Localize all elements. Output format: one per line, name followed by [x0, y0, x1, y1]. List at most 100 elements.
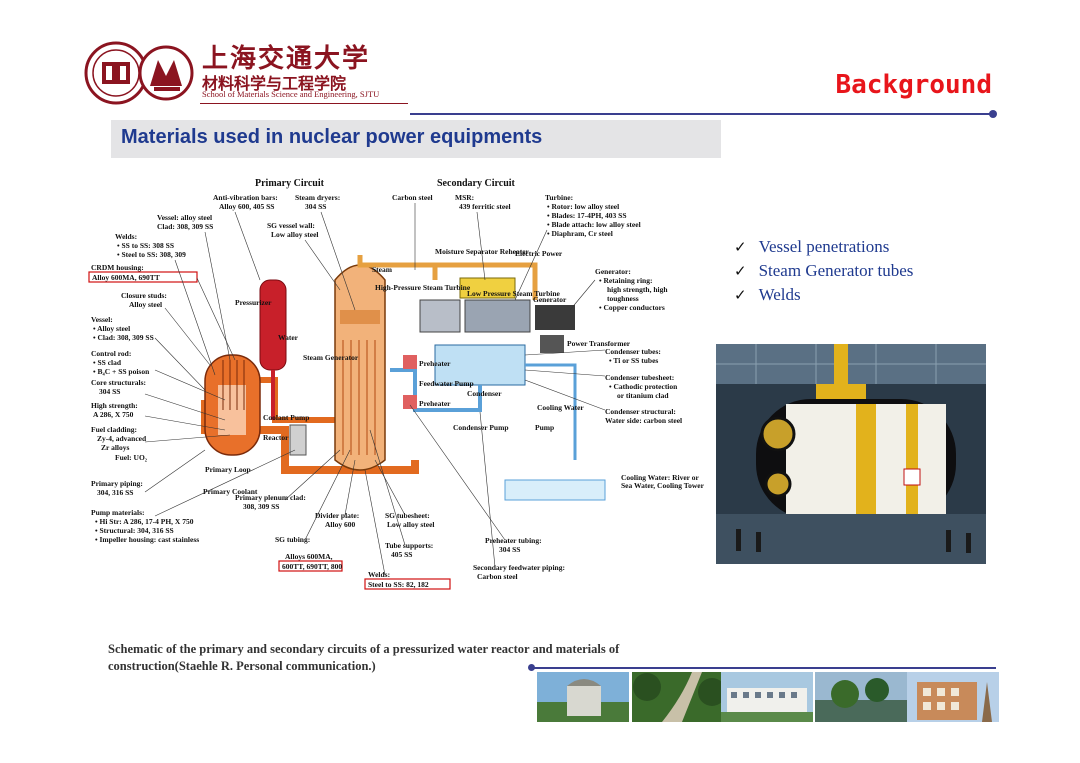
lp-turbine: [464, 299, 531, 333]
svg-text:Generator:: Generator:: [595, 267, 631, 276]
svg-text:• Hi Str: A 286, 17-4 PH, X 75: • Hi Str: A 286, 17-4 PH, X 750: [95, 517, 194, 526]
svg-text:439 ferritic steel: 439 ferritic steel: [459, 202, 511, 211]
svg-text:Preheater: Preheater: [419, 359, 451, 368]
svg-text:• Copper conductors: • Copper conductors: [599, 303, 665, 312]
svg-text:Primary Loop: Primary Loop: [205, 465, 251, 474]
preheater-2: [403, 395, 417, 409]
svg-text:Pump materials:: Pump materials:: [91, 508, 145, 517]
svg-text:Primary plenum clad:: Primary plenum clad:: [235, 493, 306, 502]
svg-text:Fuel: UO₂: Fuel: UO₂: [115, 453, 148, 462]
svg-text:• Steel to SS: 308, 309: • Steel to SS: 308, 309: [117, 250, 186, 259]
svg-text:• Rotor: low alloy steel: • Rotor: low alloy steel: [547, 202, 619, 211]
header-rule-dot: [989, 110, 997, 118]
cooling-water-basin: [504, 479, 606, 501]
svg-text:High strength:: High strength:: [91, 401, 138, 410]
pressurizer: [259, 279, 287, 371]
svg-text:304 SS: 304 SS: [99, 387, 120, 396]
svg-text:304, 316 SS: 304, 316 SS: [97, 488, 133, 497]
checklist-item: ✓Welds: [734, 285, 801, 304]
svg-text:• Blades: 17-4PH, 403 SS: • Blades: 17-4PH, 403 SS: [547, 211, 627, 220]
svg-text:Steel to SS: 82, 182: Steel to SS: 82, 182: [368, 580, 429, 589]
check-icon: ✓: [734, 262, 747, 280]
svg-text:• B₄C + SS poison: • B₄C + SS poison: [93, 367, 150, 376]
svg-text:toughness: toughness: [607, 294, 639, 303]
svg-text:• Ti or SS tubes: • Ti or SS tubes: [609, 356, 658, 365]
svg-text:• Cathodic protection: • Cathodic protection: [609, 382, 678, 391]
svg-text:Alloy 600MA, 690TT: Alloy 600MA, 690TT: [92, 273, 160, 282]
primary-circuit-title: Primary Circuit: [255, 178, 325, 189]
svg-text:• Retaining ring:: • Retaining ring:: [599, 276, 652, 285]
lbl-anti-vibration: Anti-vibration bars:: [213, 193, 278, 202]
svg-text:SG tubesheet:: SG tubesheet:: [385, 511, 430, 520]
welds-highlight: [364, 578, 451, 590]
svg-text:Primary piping:: Primary piping:: [91, 479, 143, 488]
svg-text:Condenser structural:: Condenser structural:: [605, 407, 676, 416]
svg-text:Core structurals:: Core structurals:: [91, 378, 146, 387]
svg-text:A 286, X 750: A 286, X 750: [93, 410, 134, 419]
svg-text:Condenser: Condenser: [467, 389, 502, 398]
svg-text:Low alloy steel: Low alloy steel: [387, 520, 435, 529]
svg-text:Moisture Separator Reheater: Moisture Separator Reheater: [435, 247, 530, 256]
svg-text:Fuel cladding:: Fuel cladding:: [91, 425, 137, 434]
campus-photo-2: [632, 672, 724, 722]
svg-text:Steam Generator: Steam Generator: [303, 353, 359, 362]
svg-text:Water: Water: [278, 333, 299, 342]
power-transformer: [540, 335, 564, 353]
school-name-cn: 材料科学与工程学院: [202, 74, 347, 93]
svg-text:CRDM housing:: CRDM housing:: [91, 263, 144, 272]
school-underline: [200, 103, 408, 104]
svg-text:Reactor: Reactor: [263, 433, 289, 442]
svg-text:Secondary feedwater piping:: Secondary feedwater piping:: [473, 563, 565, 572]
feedwater-line: [390, 368, 482, 412]
svg-text:Vessel:: Vessel:: [91, 315, 113, 324]
svg-text:304 SS: 304 SS: [499, 545, 520, 554]
svg-text:308, 309 SS: 308, 309 SS: [243, 502, 279, 511]
university-name-cn: 上海交通大学: [202, 44, 371, 74]
svg-text:Preheater: Preheater: [419, 399, 451, 408]
svg-text:SG tubing:: SG tubing:: [275, 535, 310, 544]
svg-text:• Structural: 304, 316 SS: • Structural: 304, 316 SS: [95, 526, 174, 535]
svg-text:Sea Water, Cooling Tower: Sea Water, Cooling Tower: [621, 481, 705, 490]
svg-text:Welds:: Welds:: [368, 570, 390, 579]
slide-heading: Background: [835, 70, 992, 100]
svg-text:• SS to SS: 308 SS: • SS to SS: 308 SS: [117, 241, 174, 250]
svg-text:Coolant Pump: Coolant Pump: [263, 413, 309, 422]
coolant-pump: [289, 424, 307, 456]
crdm-highlight: [88, 271, 198, 283]
svg-text:Closure studs:: Closure studs:: [121, 291, 167, 300]
university-logo: [84, 41, 194, 105]
svg-text:Pressurizer: Pressurizer: [235, 298, 272, 307]
svg-text:or titanium clad: or titanium clad: [617, 391, 669, 400]
svg-text:• Diaphram, Cr steel: • Diaphram, Cr steel: [547, 229, 613, 238]
svg-text:Vessel: alloy steel: Vessel: alloy steel: [157, 213, 212, 222]
steam-dryers: [340, 310, 380, 324]
reactor-core: [218, 385, 246, 435]
sg-tubing-highlight: [278, 560, 343, 572]
svg-text:Zy-4, advanced: Zy-4, advanced: [97, 434, 147, 443]
svg-text:Alloy 600, 405 SS: Alloy 600, 405 SS: [219, 202, 274, 211]
secondary-circuit-title: Secondary Circuit: [437, 178, 516, 189]
svg-text:Feedwater Pump: Feedwater Pump: [419, 379, 474, 388]
svg-text:Divider plate:: Divider plate:: [315, 511, 359, 520]
svg-text:Alloy 600: Alloy 600: [325, 520, 355, 529]
svg-text:Cooling Water: River or: Cooling Water: River or: [621, 473, 700, 482]
checklist-item: ✓Steam Generator tubes: [734, 261, 914, 280]
svg-text:304 SS: 304 SS: [305, 202, 326, 211]
svg-text:Carbon steel: Carbon steel: [477, 572, 518, 581]
generator-unit: [535, 305, 575, 330]
svg-text:Turbine:: Turbine:: [545, 193, 573, 202]
svg-text:• Clad: 308, 309 SS: • Clad: 308, 309 SS: [93, 333, 154, 342]
svg-text:Pump: Pump: [535, 423, 554, 432]
svg-text:Zr alloys: Zr alloys: [101, 443, 129, 452]
svg-text:MSR:: MSR:: [455, 193, 474, 202]
caption-rule-dot: [528, 664, 535, 671]
check-icon: ✓: [734, 286, 747, 304]
svg-text:• SS clad: • SS clad: [93, 358, 122, 367]
svg-text:Condenser tubes:: Condenser tubes:: [605, 347, 661, 356]
svg-text:Generator: Generator: [533, 295, 567, 304]
svg-text:Steam dryers:: Steam dryers:: [295, 193, 340, 202]
campus-photo-5: [907, 672, 999, 722]
svg-text:Alloy steel: Alloy steel: [129, 300, 162, 309]
svg-text:High-Pressure Steam Turbine: High-Pressure Steam Turbine: [375, 283, 471, 292]
svg-text:• Impeller housing: cast stain: • Impeller housing: cast stainless: [95, 535, 199, 544]
